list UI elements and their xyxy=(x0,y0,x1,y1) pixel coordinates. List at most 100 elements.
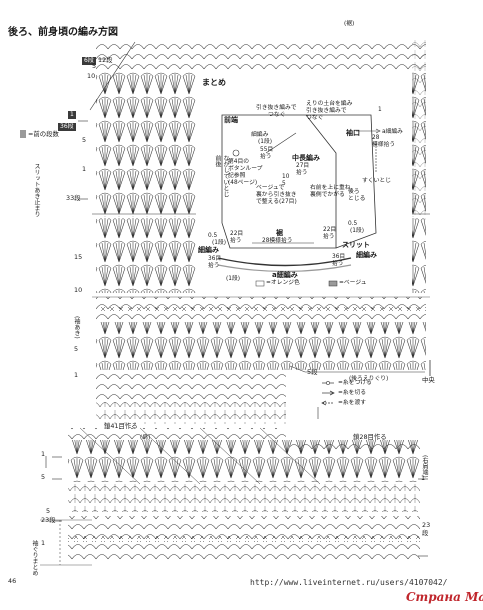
row-tag-6: 6段 xyxy=(82,57,96,65)
inset-pick6: 拾う xyxy=(332,261,344,267)
row-legend-swatch xyxy=(20,130,26,138)
inset-chain: 細編み xyxy=(198,246,219,254)
row-label-5c: 5 xyxy=(74,345,79,353)
inset-5: 5 xyxy=(282,181,286,187)
row-label-1f: 1 xyxy=(41,539,46,547)
right-shoulder-label: (右肩端) xyxy=(421,455,428,478)
inset-row-1e: (1段) xyxy=(226,276,241,282)
inset-36b: 36目 xyxy=(332,254,346,260)
row-legend-label: =前の段数 xyxy=(28,130,59,138)
beige-label-2: 裏から引き抜き xyxy=(256,192,297,198)
inset-pick: 拾う xyxy=(260,154,272,160)
assembly-diagram xyxy=(217,114,381,287)
page-number: 46 xyxy=(8,577,17,585)
inset-chain-st: 細編み xyxy=(251,132,269,138)
slip-label-2: つなぐ xyxy=(268,112,286,118)
site-watermark: Страна Мам xyxy=(406,590,483,604)
row-label-15: 15 xyxy=(74,253,83,261)
orange-legend: =オレンジ色 xyxy=(266,280,300,286)
button-label-2: ボタンループ xyxy=(228,166,263,172)
beige-label-3: で整える(27目) xyxy=(256,199,297,205)
row-label-5d: 5 xyxy=(41,473,46,481)
inset-row-1b: (1段) xyxy=(258,139,273,145)
inset-row-1d: (1段) xyxy=(350,228,365,234)
inset-10: 10 xyxy=(282,174,290,180)
tuck-label: すくいとじ xyxy=(362,178,391,184)
inset-22b: 22目 xyxy=(323,227,337,233)
row-label-23: 23段 xyxy=(41,516,56,524)
mid-label: 中長編み xyxy=(292,154,320,162)
row-label-10b: 10 xyxy=(74,286,83,294)
button-label-4: (48ページ) xyxy=(228,180,258,186)
sleeve-open-label: (袖あき) xyxy=(73,316,80,339)
neck-bottom-label: 袖ぐりまとめ xyxy=(31,540,38,576)
page-title: 後ろ、前身頃の編み方図 xyxy=(8,27,118,38)
inset-c28: 28 xyxy=(372,135,380,141)
row-label-10: 10 xyxy=(87,72,96,80)
inset-pick2: 拾う xyxy=(296,170,308,176)
center-label: 中央 xyxy=(422,376,435,384)
beige-label: ベージュで xyxy=(256,185,285,191)
row-label-12: 12段 xyxy=(98,56,113,64)
hem-label: (裾) xyxy=(344,21,355,27)
row-label-5: 5 xyxy=(92,62,97,70)
cuff-label: 袖口 xyxy=(346,129,360,137)
legend-pass: =糸を渡す xyxy=(338,400,367,406)
inset-05: 0.5 xyxy=(208,233,218,239)
inset-pick5: 拾う xyxy=(323,234,335,240)
slip-label: 引き抜き編みで xyxy=(256,105,297,111)
inset-22: 22目 xyxy=(230,231,244,237)
front-edge-label: 前端 xyxy=(224,116,238,124)
button-label: 第4目の xyxy=(228,159,250,165)
button-label-3: 記参照 xyxy=(228,173,246,179)
row-label-23-right: 23 xyxy=(422,521,431,529)
back-join-label-2: とじる xyxy=(348,196,366,202)
ch28-label: 鎖28目作る xyxy=(353,433,387,441)
assembly-inset: まとめ 前端 引き抜き編みで つなぐ えりの土台を編み 引き抜き編みで つなぐ … xyxy=(196,73,412,288)
hem-28-label: 28模様拾う xyxy=(262,238,293,244)
row-label-5e: 5 xyxy=(46,507,51,515)
collar-label-3: つなぐ xyxy=(306,115,324,121)
row-tag-1: 1 xyxy=(68,111,76,119)
yoke-label: (肩) xyxy=(140,435,151,441)
row-label-1b: 1 xyxy=(82,165,87,173)
row-label-1d: 1 xyxy=(41,450,46,458)
inset-chain-2: 細編み xyxy=(356,251,377,259)
row-label-33: 33段 xyxy=(66,194,81,202)
row-label-dan: 段 xyxy=(422,529,429,537)
legend-cut: =糸を切る xyxy=(338,390,367,396)
inset-row-1c: (1段) xyxy=(212,240,227,246)
assembly-title: まとめ xyxy=(202,78,226,87)
row-label-5-right: 5段 xyxy=(307,368,318,376)
overlap-label-2: 裏側でかがる xyxy=(310,192,345,198)
beige-legend: =ベージュ xyxy=(339,280,367,286)
hem-inner-label: 裾 xyxy=(276,229,283,237)
back-neck-label: (後ろえりぐり) xyxy=(349,376,389,382)
front-stitch-label-2: ながしていとじ xyxy=(222,155,229,197)
slit-label: スリット xyxy=(342,241,370,249)
overlap-label: 右前を上に重ね、 xyxy=(310,185,357,191)
source-url: http://www.liveinternet.ru/users/4107042… xyxy=(250,578,448,587)
back-join-label: 後ろ xyxy=(348,189,360,195)
inset-27: 27目 xyxy=(296,163,310,169)
front-stitch-label: 前後 xyxy=(214,155,221,167)
row-label-1c: 1 xyxy=(74,371,79,379)
row-label-5b: 5 xyxy=(82,136,87,144)
inset-a-chain: a細編み xyxy=(382,129,403,135)
inset-pick3: 拾う xyxy=(230,238,242,244)
inset-row-1: 1 xyxy=(378,107,382,113)
inset-pick4: 拾う xyxy=(208,263,220,269)
slit-stop-label: スリットあき止まり xyxy=(33,163,40,217)
inset-05b: 0.5 xyxy=(348,221,358,227)
inset-55: 55目 xyxy=(260,147,274,153)
inset-c28-pick: 模様拾う xyxy=(372,142,396,148)
collar-label: えりの土台を編み xyxy=(306,101,353,107)
inset-a-chain-2: a細編み xyxy=(272,271,298,279)
row-label-1e: 1 xyxy=(421,474,426,482)
inset-36: 36目 xyxy=(208,256,222,262)
legend-attach: =糸をつける xyxy=(338,380,372,386)
collar-label-2: 引き抜き編みで xyxy=(306,108,347,114)
ch41-label: 鎖41目作る xyxy=(104,422,138,430)
row-tag-36: 36段 xyxy=(58,123,76,131)
